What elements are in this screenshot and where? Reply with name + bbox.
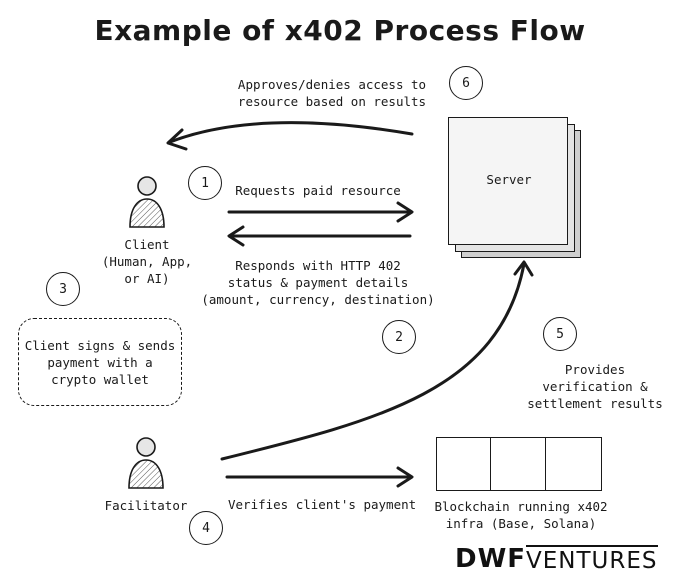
label-verifies: Verifies client's payment	[228, 497, 417, 512]
step-1-badge: 1	[188, 166, 222, 200]
blockchain-label-line-1: Blockchain running x402	[434, 499, 608, 514]
label-settlement-line-1: Provides	[564, 362, 626, 377]
client-label-line-3: or AI)	[124, 271, 170, 286]
arrowhead-approves	[166, 128, 188, 151]
chain-block-2	[490, 437, 547, 491]
person-icon	[129, 176, 165, 228]
label-approves: Approves/denies access to resource based…	[222, 76, 442, 110]
label-responds: Responds with HTTP 402 status & payment …	[200, 257, 436, 308]
server-label: Server	[486, 172, 532, 187]
label-settlement: Provides verification & settlement resul…	[520, 361, 670, 412]
step-5-badge: 5	[543, 317, 577, 351]
arrowhead-settlement	[513, 260, 534, 277]
label-approves-line-1: Approves/denies access to	[237, 77, 427, 92]
logo-dwf: DWF	[455, 544, 527, 574]
logo-ventures: VENTURES	[526, 545, 658, 574]
arrowhead-requests	[396, 201, 414, 223]
arrow-settlement-to-server	[220, 262, 526, 461]
arrowhead-verifies	[396, 466, 414, 488]
label-client-signs-line-2: payment with a	[47, 354, 153, 370]
label-responds-line-3: (amount, currency, destination)	[201, 292, 435, 307]
step-4-badge: 4	[189, 511, 223, 545]
arrow-approves-to-client	[168, 121, 414, 144]
wallet-sign-note: Client signs & sends payment with a cryp…	[18, 318, 182, 406]
label-client-signs-line-1: Client signs & sends	[24, 337, 176, 353]
person-icon	[128, 437, 164, 489]
client-label: Client (Human, App, or AI)	[95, 236, 199, 287]
blockchain-label-line-2: infra (Base, Solana)	[445, 516, 597, 531]
label-settlement-line-2: verification &	[542, 379, 648, 394]
chain-block-1	[436, 437, 492, 491]
facilitator-label: Facilitator	[104, 498, 188, 513]
client-label-line-1: Client	[124, 237, 170, 252]
step-2-badge: 2	[382, 320, 416, 354]
label-settlement-line-3: settlement results	[527, 396, 663, 411]
step-3-badge: 3	[46, 272, 80, 306]
diagram-title: Example of x402 Process Flow	[94, 14, 586, 47]
label-client-signs: Client signs & sends payment with a cryp…	[25, 337, 176, 388]
blockchain-label: Blockchain running x402 infra (Base, Sol…	[418, 498, 624, 532]
server-box: Server	[448, 117, 568, 245]
client-label-line-2: (Human, App,	[101, 254, 193, 269]
label-responds-line-2: status & payment details	[227, 275, 409, 290]
chain-block-3	[544, 437, 602, 491]
label-approves-line-2: resource based on results	[237, 94, 427, 109]
label-requests: Requests paid resource	[235, 183, 401, 198]
label-responds-line-1: Responds with HTTP 402	[235, 258, 401, 273]
step-6-badge: 6	[449, 66, 483, 100]
arrowhead-responds	[227, 225, 245, 247]
dwf-ventures-logo: DWF VENTURES	[455, 544, 658, 574]
label-client-signs-line-3: crypto wallet	[51, 371, 149, 387]
blockchain-blocks	[436, 437, 604, 491]
